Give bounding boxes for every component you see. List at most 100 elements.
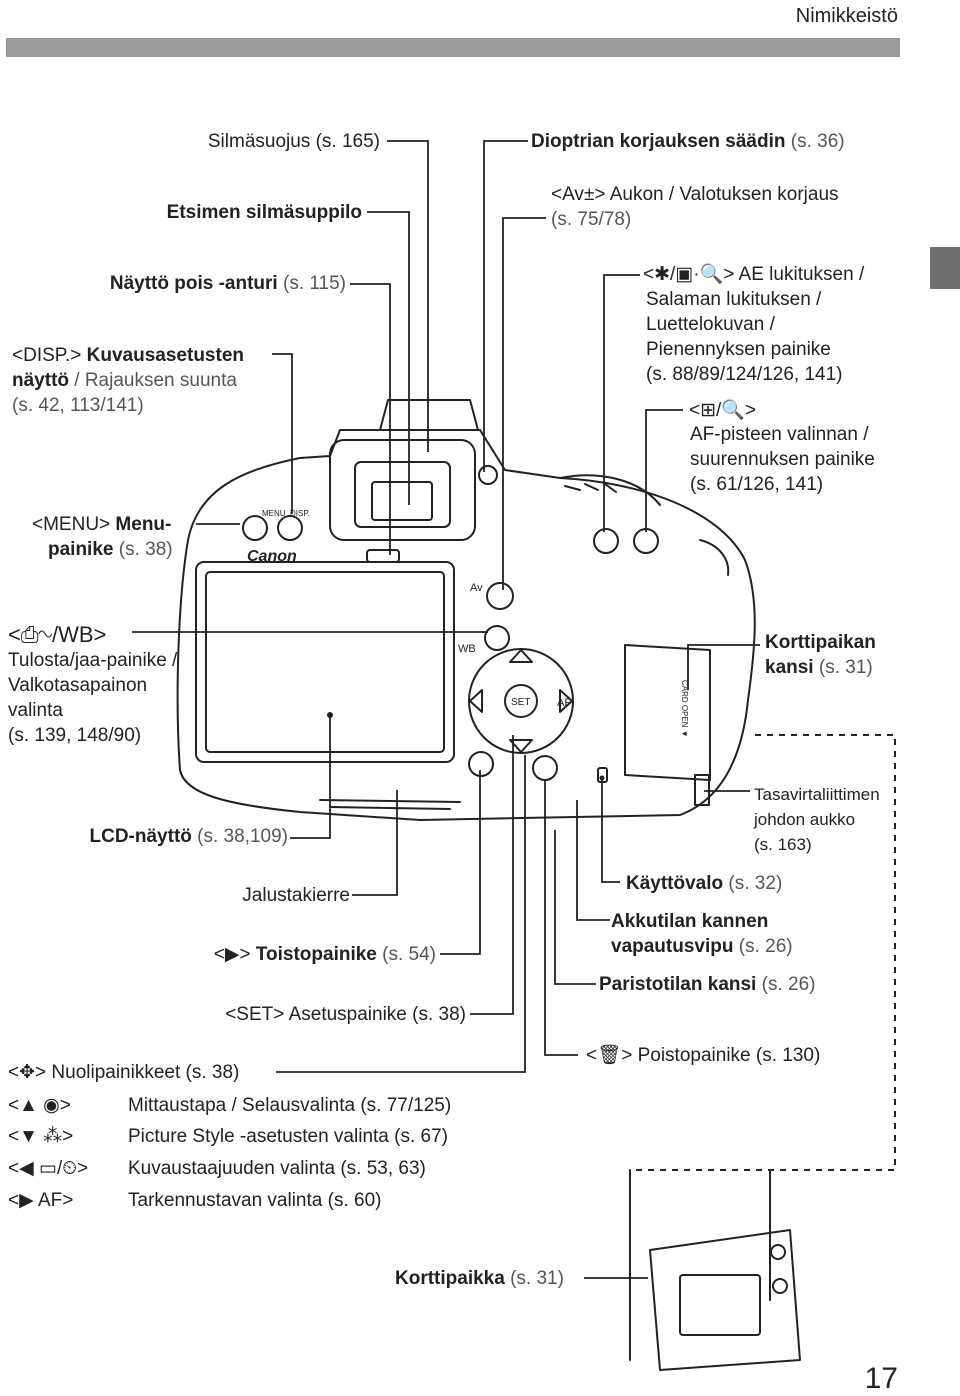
section-title: Nimikkeistö	[795, 5, 898, 27]
label-lcd: LCD-näyttö (s. 38,109)	[90, 824, 289, 849]
af-point-line2: suurennuksen painike	[690, 449, 875, 470]
lcd-name: LCD-näyttö	[89, 826, 192, 847]
brand-logo: Canon	[247, 548, 297, 565]
dc-line1: Tasavirtaliittimen	[754, 785, 880, 804]
ae-lock-ref: (s. 88/89/124/126, 141)	[646, 364, 843, 385]
cross-key-row: <▼ ⁂>	[8, 1124, 73, 1149]
menu-key: <MENU>	[32, 514, 111, 535]
access-lamp-ref: (s. 32)	[723, 873, 783, 894]
cross-key-key: <▶ AF>	[8, 1190, 74, 1211]
cross-key-desc: Nuolipainikkeet (s. 38)	[51, 1062, 240, 1083]
cross-key-row: <▶ AF>	[8, 1188, 73, 1213]
cross-key-key: <▲ ◉>	[8, 1095, 71, 1116]
battery-release-line2: vapautusvipu (s. 26)	[611, 934, 793, 959]
disp-line2b: / Rajauksen suunta	[69, 370, 237, 391]
af-point-ref: (s. 61/126, 141)	[690, 474, 824, 495]
battery-cover-name: Paristotilan kansi	[599, 974, 757, 995]
av-desc: > Aukon / Valotuksen korjaus	[594, 184, 839, 205]
ae-lock-line2: Salaman lukituksen /	[646, 289, 822, 310]
label-erase-button: <🗑> Poistopainike (s. 130)	[586, 1043, 820, 1068]
label-playback: <▶> Toistopainike (s. 54)	[214, 942, 436, 967]
label-eyecup: Silmäsuojus (s. 165)	[207, 131, 380, 152]
cross-key-key: <✥>	[8, 1062, 47, 1083]
sensor-name: Näyttö pois -anturi	[109, 273, 278, 294]
sensor-ref: (s. 115)	[277, 273, 346, 294]
erase-desc: Poistopainike (s. 130)	[632, 1045, 821, 1066]
label-diopter-name: Dioptrian korjauksen säädin	[531, 131, 786, 152]
set-key: <SET>	[225, 1004, 285, 1025]
access-lamp-name: Käyttövalo	[626, 873, 724, 894]
label-menu-button: <MENU> Menu-	[32, 512, 171, 537]
disp-line2a: näyttö	[12, 370, 69, 391]
playback-ref: (s. 54)	[376, 944, 436, 965]
label-display-off-sensor: Näyttö pois -anturi (s. 115)	[110, 271, 346, 296]
battery-release-name: vapautusvipu	[611, 936, 734, 957]
battery-cover-ref: (s. 26)	[756, 974, 816, 995]
disp-ref: (s. 42, 113/141)	[12, 395, 144, 416]
wb-marking: WB	[458, 643, 476, 655]
dc-line2: johdon aukko	[754, 810, 856, 829]
cross-key-row: <◀ ▭/⏲>	[8, 1156, 88, 1181]
card-cover-name: kansi	[765, 657, 814, 678]
ae-lock-line1: AE lukituksen /	[734, 264, 865, 285]
card-cover-line1: Korttipaikan	[765, 632, 876, 653]
battery-release-line1: Akkutilan kannen	[611, 911, 769, 932]
ae-lock-key: <✱/▣·🔍>	[643, 264, 735, 285]
print-wb-line1: Tulosta/jaa-painike /	[8, 650, 178, 671]
cross-key-key: <◀ ▭/⏲>	[8, 1158, 89, 1179]
print-wb-line3: valinta	[8, 700, 63, 721]
menu-line2: painike (s. 38)	[48, 537, 173, 562]
cross-key-row: <✥> Nuolipainikkeet (s. 38)	[8, 1060, 239, 1085]
card-cover-line2: kansi (s. 31)	[765, 655, 873, 680]
menu-line2-text: painike	[48, 539, 114, 560]
av-marking: Av	[470, 582, 483, 594]
label-av-button: <Av±> Aukon / Valotuksen korjaus	[551, 182, 839, 207]
battery-release-ref: (s. 26)	[733, 936, 793, 957]
playback-name: Toistopainike	[250, 944, 377, 965]
disp-key: <DISP.>	[12, 345, 82, 366]
label-card-slot: Korttipaikka (s. 31)	[395, 1266, 564, 1291]
cross-key-desc: Kuvaustaajuuden valinta (s. 53, 63)	[128, 1158, 426, 1179]
af-point-key: <⊞/🔍>	[689, 400, 757, 421]
label-av-ref: (s. 75/78)	[551, 209, 632, 230]
print-wb-key: <⎙∿/WB>	[8, 622, 107, 647]
cross-key-desc: Tarkennustavan valinta (s. 60)	[128, 1190, 382, 1211]
set-marking: SET	[511, 697, 530, 708]
print-wb-ref: (s. 139, 148/90)	[8, 725, 142, 746]
exposure-comp-icon: ±	[583, 184, 595, 205]
ae-lock-line3: Luettelokuvan /	[646, 314, 775, 335]
card-cover-ref: (s. 31)	[813, 657, 873, 678]
disp-line1: Kuvausasetusten	[81, 345, 244, 366]
label-diopter: Dioptrian korjauksen säädin (s. 36)	[531, 129, 845, 154]
label-set-button: <SET> Asetuspainike (s. 38)	[225, 1002, 466, 1027]
disp-marking: DISP.	[290, 509, 310, 518]
card-slot-name: Korttipaikka	[395, 1268, 505, 1289]
lcd-ref: (s. 38,109)	[191, 826, 288, 847]
menu-ref: (s. 38)	[113, 539, 173, 560]
header-bar	[6, 38, 900, 57]
erase-key: <🗑>	[586, 1045, 633, 1066]
playback-key: <▶>	[213, 944, 251, 965]
cross-key-key: <▼ ⁂>	[8, 1126, 74, 1147]
set-desc: Asetuspainike (s. 38)	[284, 1004, 466, 1025]
label-access-lamp: Käyttövalo (s. 32)	[626, 871, 782, 896]
av-key: <Av	[551, 184, 584, 205]
af-marking: AF	[557, 697, 571, 709]
ae-lock-line4: Pienennyksen painike	[646, 339, 831, 360]
label-disp-button: <DISP.> Kuvausasetusten	[12, 343, 244, 368]
section-tab	[930, 247, 960, 289]
print-wb-line2: Valkotasapainon	[8, 675, 148, 696]
label-battery-cover: Paristotilan kansi (s. 26)	[599, 972, 815, 997]
label-ae-lock: <✱/▣·🔍> AE lukituksen /	[643, 262, 864, 287]
cross-key-desc: Picture Style -asetusten valinta (s. 67)	[128, 1126, 448, 1147]
af-point-line1: AF-pisteen valinnan /	[690, 424, 869, 445]
disp-line2: näyttö / Rajauksen suunta	[12, 368, 237, 393]
dc-ref: (s. 163)	[754, 835, 812, 854]
label-diopter-ref: (s. 36)	[785, 131, 845, 152]
cross-key-row: <▲ ◉>	[8, 1093, 71, 1118]
label-eyepiece: Etsimen silmäsuppilo	[166, 202, 362, 223]
menu-marking: MENU	[262, 509, 286, 518]
page-number: 17	[864, 1362, 898, 1395]
cross-key-desc: Mittaustapa / Selausvalinta (s. 77/125)	[128, 1095, 452, 1116]
